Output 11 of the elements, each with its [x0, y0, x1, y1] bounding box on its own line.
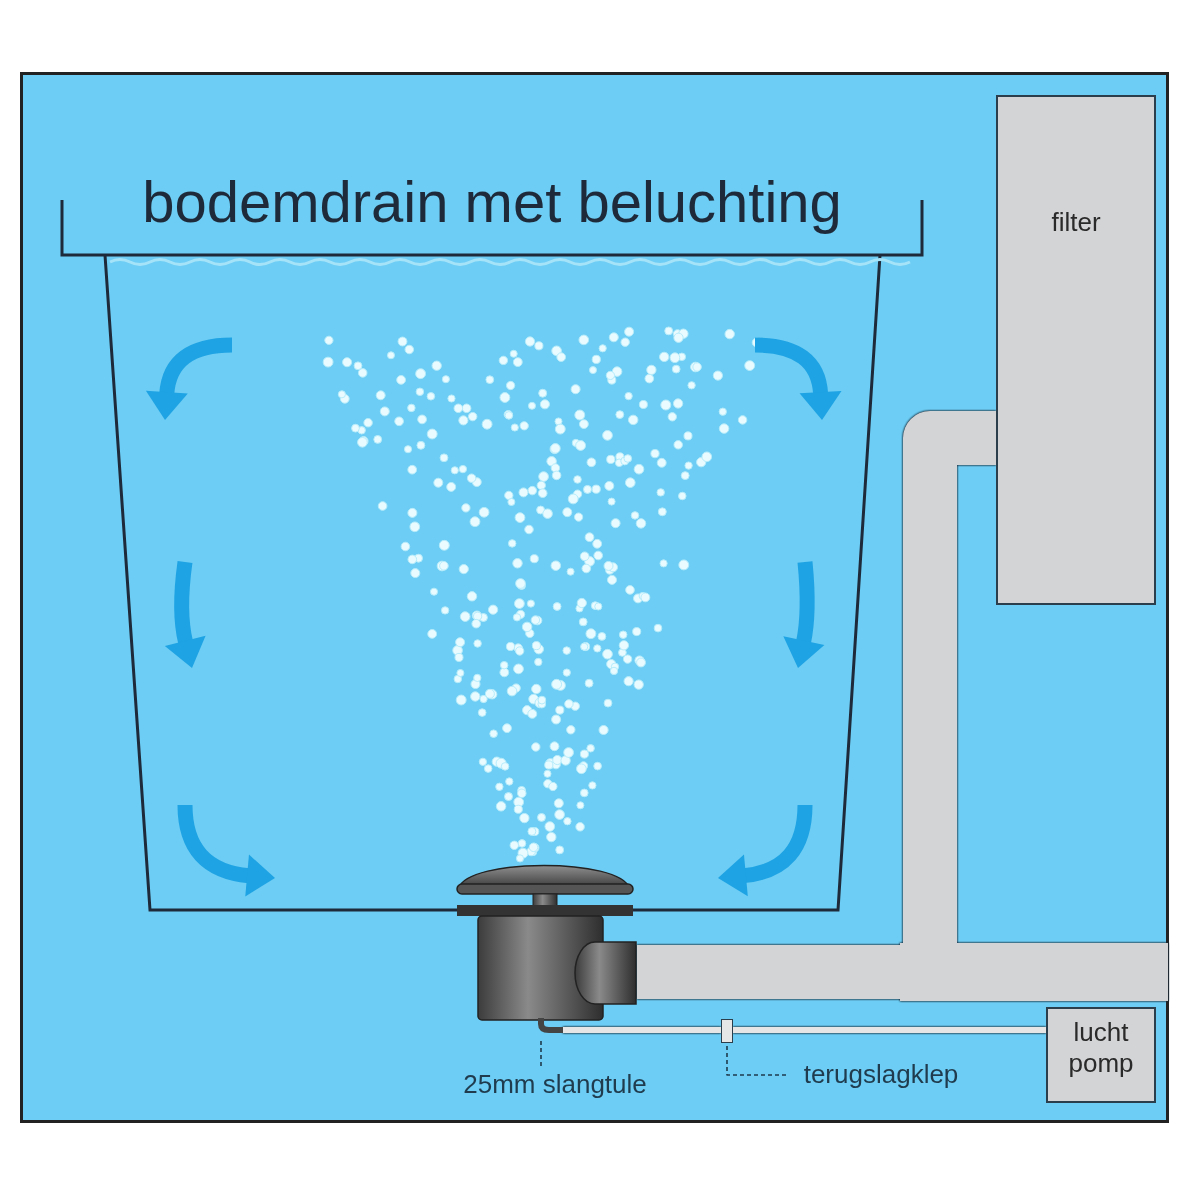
title: bodemdrain met beluchting	[141, 168, 843, 235]
air-pump-box	[1046, 1007, 1156, 1103]
unit-label: lucht pomp	[1067, 1017, 1135, 1080]
callout-label: terugslagklep	[803, 1058, 959, 1090]
air-hose	[733, 1027, 1046, 1033]
callout-label: 25mm slangtule	[463, 1068, 647, 1100]
pipe	[637, 411, 996, 999]
air-hose	[563, 1027, 721, 1033]
filter-box	[996, 95, 1156, 605]
check-valve	[721, 1019, 733, 1043]
unit-label: filter	[1051, 207, 1101, 239]
